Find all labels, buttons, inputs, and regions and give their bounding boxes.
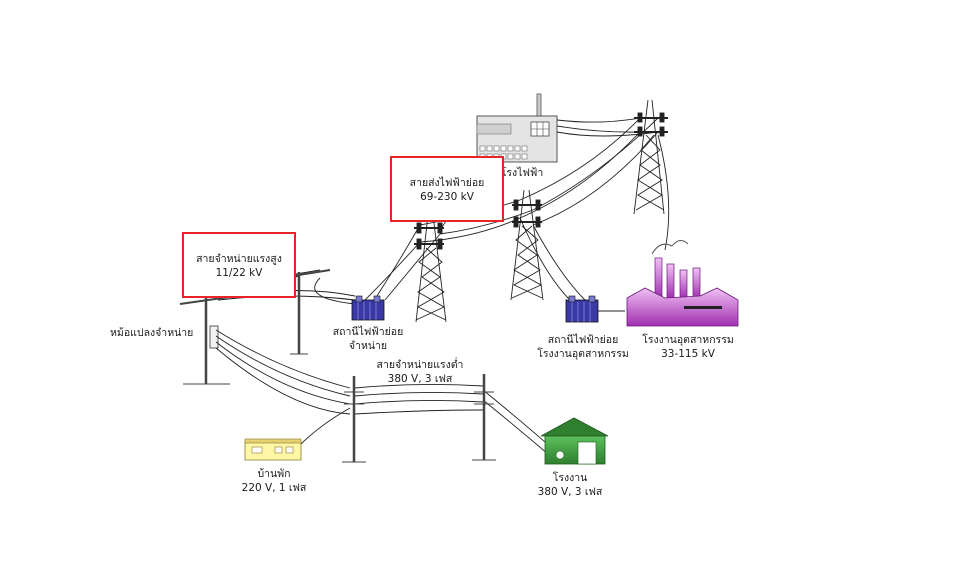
- subtransmission-line-label: สายส่งไฟฟ้าย่อย: [409, 177, 485, 189]
- distribution-substation-label-line2: จำหน่าย: [348, 340, 388, 352]
- distribution-substation-label-line1: สถานีไฟฟ้าย่อย: [332, 326, 404, 338]
- industrial-substation-label-line2: โรงงานอุตสาหกรรม: [537, 348, 629, 360]
- hv-distribution-line-label: สายจำหน่ายแรงสูง: [196, 253, 282, 265]
- low-voltage-wires: [215, 329, 561, 461]
- transmission-tower-icon: [510, 189, 544, 301]
- lv-distribution-line-label: สายจำหน่ายแรงต่ำ: [376, 359, 464, 371]
- subtransmission-highlight-box: สายส่งไฟฟ้าย่อย 69-230 kV: [390, 156, 504, 222]
- lv-distribution-voltage-label: 380 V, 3 เฟส: [387, 373, 453, 385]
- distribution-pole-icon: [472, 374, 496, 461]
- transmission-tower-icon: [414, 214, 447, 323]
- substation-transformer-icon: [565, 295, 625, 323]
- factory-voltage-label: 380 V, 3 เฟส: [537, 486, 603, 498]
- transmission-tower-icon: [633, 99, 668, 215]
- substation-transformer-icon: [351, 295, 385, 321]
- hv-distribution-highlight-box: สายจำหน่ายแรงสูง 11/22 kV: [182, 232, 296, 298]
- pole-transformer-icon: [179, 295, 237, 385]
- house-voltage-label: 220 V, 1 เฟส: [241, 482, 307, 494]
- house-label: บ้านพัก: [257, 468, 291, 480]
- power-plant-icon: [476, 93, 558, 163]
- distribution-transformer-label: หม้อแปลงจำหน่าย: [110, 327, 194, 339]
- heavy-industry-icon: [626, 240, 739, 327]
- house-icon: [244, 438, 302, 461]
- heavy-industry-label: โรงงานอุตสาหกรรม: [642, 334, 734, 346]
- industrial-substation-label-line1: สถานีไฟฟ้าย่อย: [547, 334, 619, 346]
- hv-distribution-voltage-label: 11/22 kV: [215, 267, 263, 279]
- power-plant-label: โรงไฟฟ้า: [500, 167, 544, 179]
- heavy-industry-voltage-label: 33-115 kV: [661, 348, 715, 360]
- factory-icon: [540, 417, 609, 465]
- factory-label: โรงงาน: [552, 472, 588, 484]
- distribution-pole-icon: [342, 376, 366, 463]
- subtransmission-voltage-label: 69-230 kV: [420, 191, 474, 203]
